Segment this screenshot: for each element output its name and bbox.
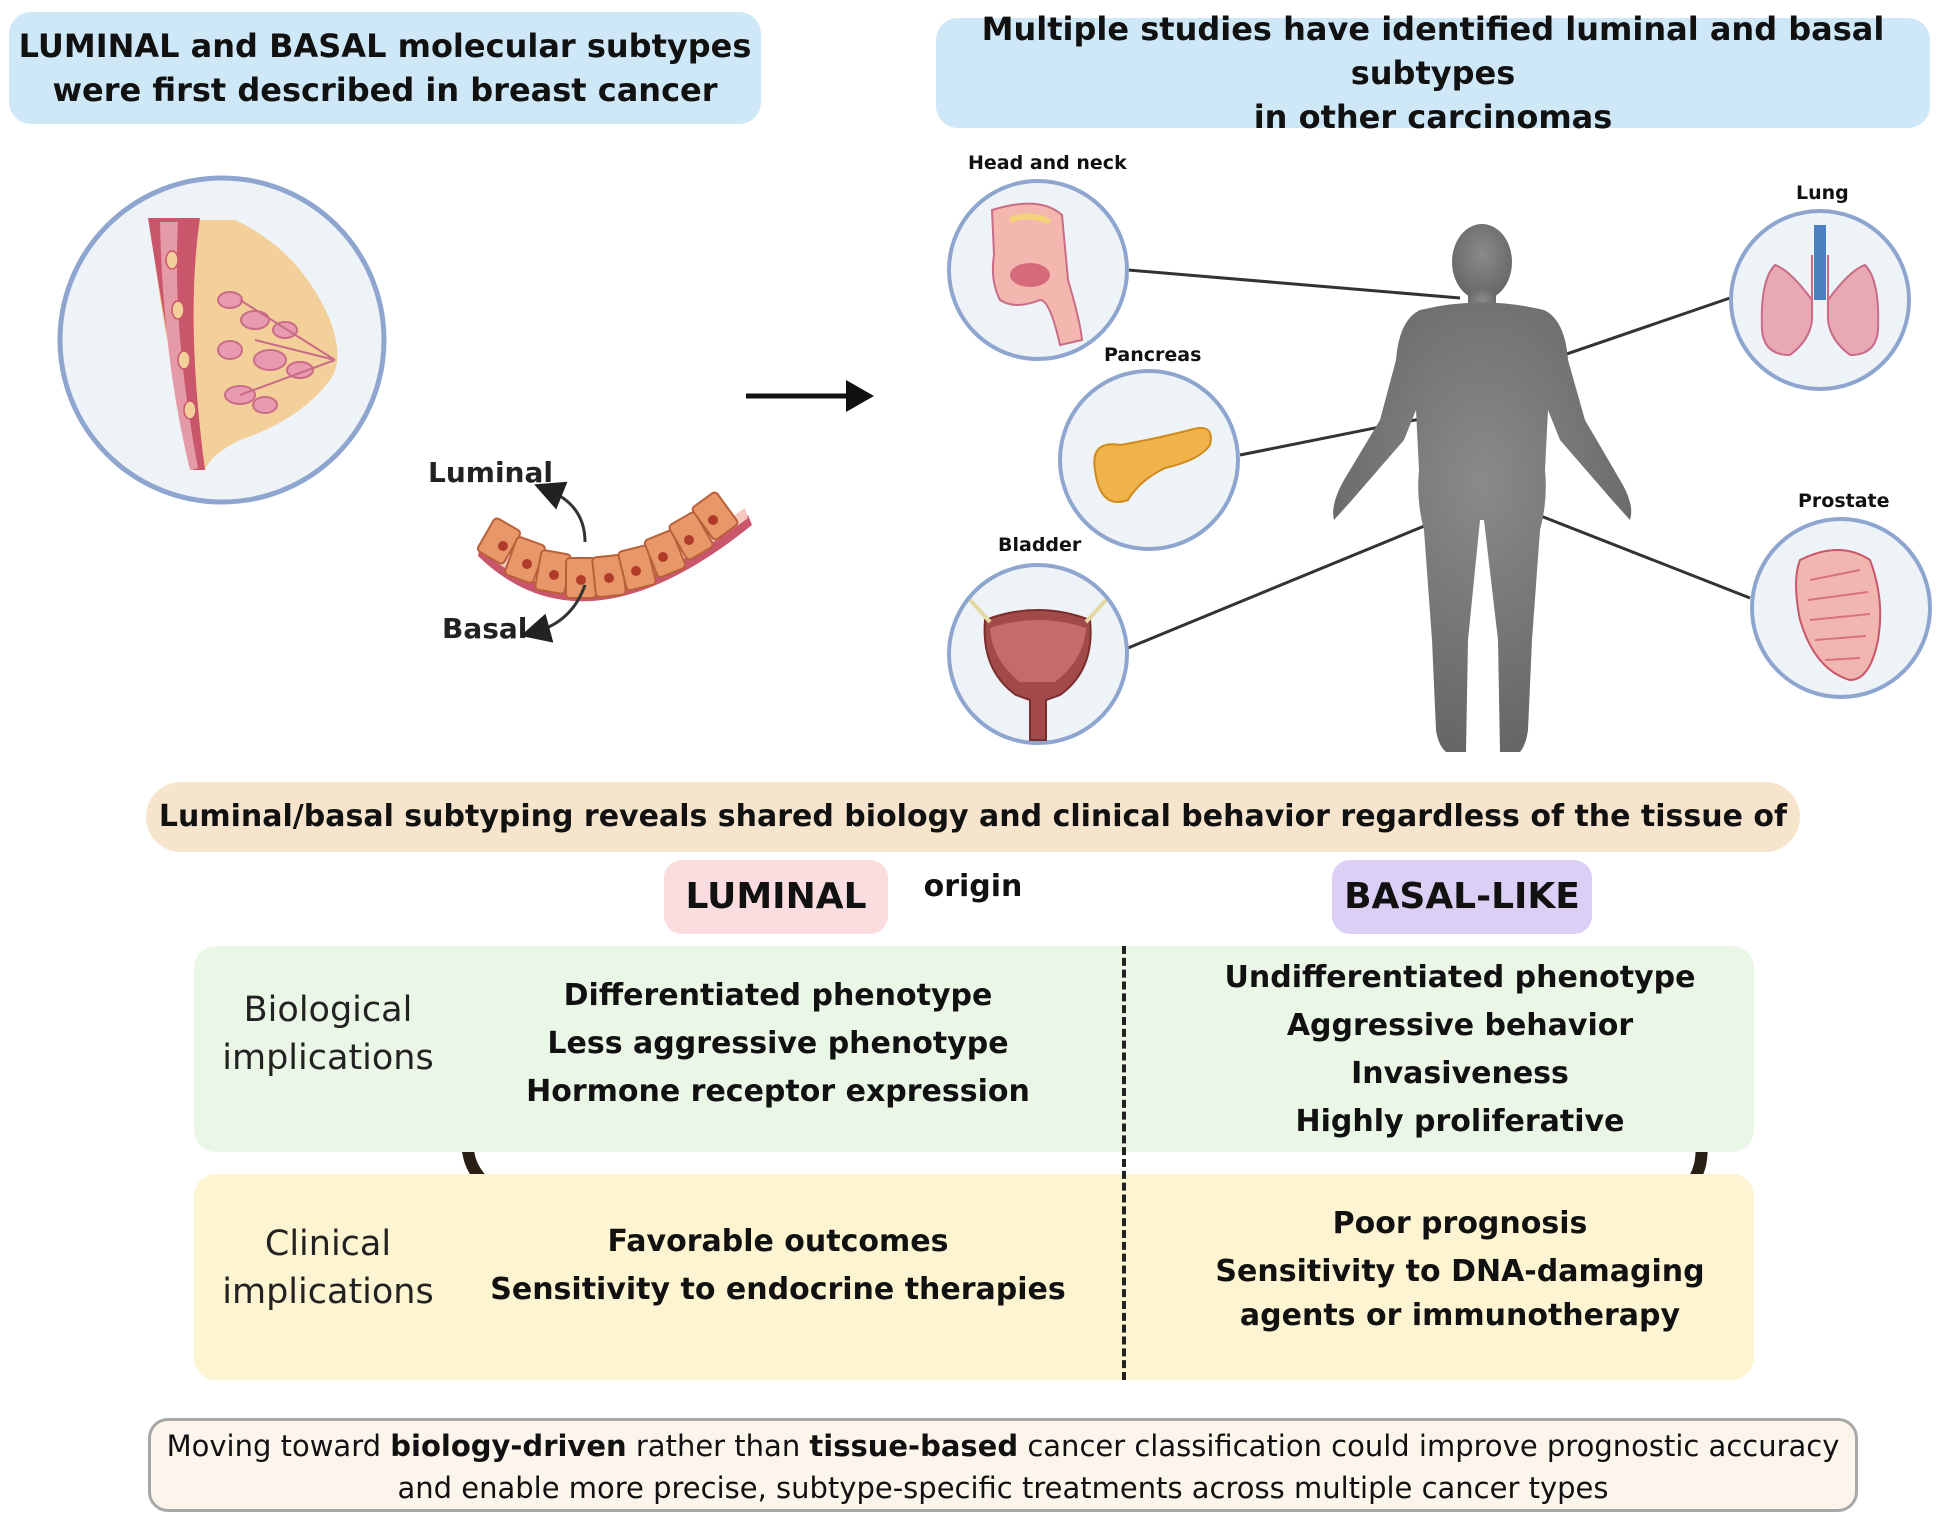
list-item: Sensitivity to DNA-damaging <box>1215 1254 1705 1289</box>
organ-circle-lung <box>1729 209 1911 391</box>
breast-illustration <box>57 175 387 505</box>
row-label-biological: Biological implications <box>198 986 458 1082</box>
basal-biological-list: Undifferentiated phenotype Aggressive be… <box>1160 954 1760 1146</box>
footer-bold-tissue: tissue-based <box>809 1429 1019 1463</box>
organ-circle-prostate <box>1750 517 1932 699</box>
footer-text: Moving toward <box>166 1429 391 1463</box>
header-left-line1: LUMINAL and BASAL molecular subtypes <box>18 27 752 65</box>
row-label-clinical-line1: Clinical <box>264 1224 392 1264</box>
luminal-pill: LUMINAL <box>664 860 888 934</box>
list-item: Highly proliferative <box>1295 1104 1625 1139</box>
footer-text: rather than <box>626 1429 810 1463</box>
clinical-panel <box>194 1174 1754 1380</box>
luminal-biological-list: Differentiated phenotype Less aggressive… <box>478 972 1078 1116</box>
epithelium-illustration <box>476 481 752 643</box>
biological-panel <box>194 946 1754 1152</box>
luminal-clinical-list: Favorable outcomes Sensitivity to endocr… <box>478 1218 1078 1314</box>
organ-circle-head-neck <box>947 179 1129 361</box>
row-label-biological-line2: implications <box>222 1038 434 1078</box>
list-item: Poor prognosis <box>1332 1206 1588 1241</box>
row-label-clinical: Clinical implications <box>198 1220 458 1316</box>
summary-banner: Luminal/basal subtyping reveals shared b… <box>146 782 1800 904</box>
footer-text: cancer classification could improve prog… <box>1018 1429 1840 1463</box>
row-label-clinical-line2: implications <box>222 1272 434 1312</box>
flow-arrow-head <box>846 380 874 412</box>
list-item: Undifferentiated phenotype <box>1224 960 1696 995</box>
footer-line2: and enable more precise, subtype-specifi… <box>397 1471 1609 1505</box>
list-item: Hormone receptor expression <box>526 1074 1030 1109</box>
label-bladder: Bladder <box>998 534 1082 556</box>
column-divider <box>1122 946 1126 1380</box>
human-silhouette <box>1333 224 1632 752</box>
label-lung: Lung <box>1796 182 1849 204</box>
organ-circle-pancreas <box>1058 369 1240 551</box>
list-item: Differentiated phenotype <box>563 978 993 1013</box>
header-left: LUMINAL and BASAL molecular subtypes wer… <box>9 12 761 124</box>
label-head-neck: Head and neck <box>968 152 1127 174</box>
row-label-biological-line1: Biological <box>243 990 413 1030</box>
footer-note: Moving toward biology-driven rather than… <box>148 1418 1858 1512</box>
header-left-line2: were first described in breast cancer <box>52 71 718 109</box>
footer-line1: Moving toward biology-driven rather than… <box>151 1425 1855 1467</box>
list-item: Aggressive behavior <box>1286 1008 1634 1043</box>
list-item: Sensitivity to endocrine therapies <box>490 1272 1066 1307</box>
list-item: agents or immunotherapy <box>1239 1298 1681 1333</box>
label-luminal-epithelium: Luminal <box>428 456 553 489</box>
header-right: Multiple studies have identified luminal… <box>936 10 1930 136</box>
list-item: Invasiveness <box>1351 1056 1569 1091</box>
label-basal-epithelium: Basal <box>442 612 528 645</box>
basal-clinical-list: Poor prognosis Sensitivity to DNA-damagi… <box>1160 1198 1760 1338</box>
header-right-line2: in other carcinomas <box>1253 98 1613 136</box>
basal-pill: BASAL-LIKE <box>1332 860 1592 934</box>
label-pancreas: Pancreas <box>1104 344 1202 366</box>
list-item: Favorable outcomes <box>607 1224 949 1259</box>
label-prostate: Prostate <box>1798 490 1890 512</box>
organ-circle-bladder <box>947 563 1129 745</box>
footer-bold-biology: biology-driven <box>390 1429 627 1463</box>
header-right-line1: Multiple studies have identified luminal… <box>981 10 1885 92</box>
list-item: Less aggressive phenotype <box>547 1026 1009 1061</box>
